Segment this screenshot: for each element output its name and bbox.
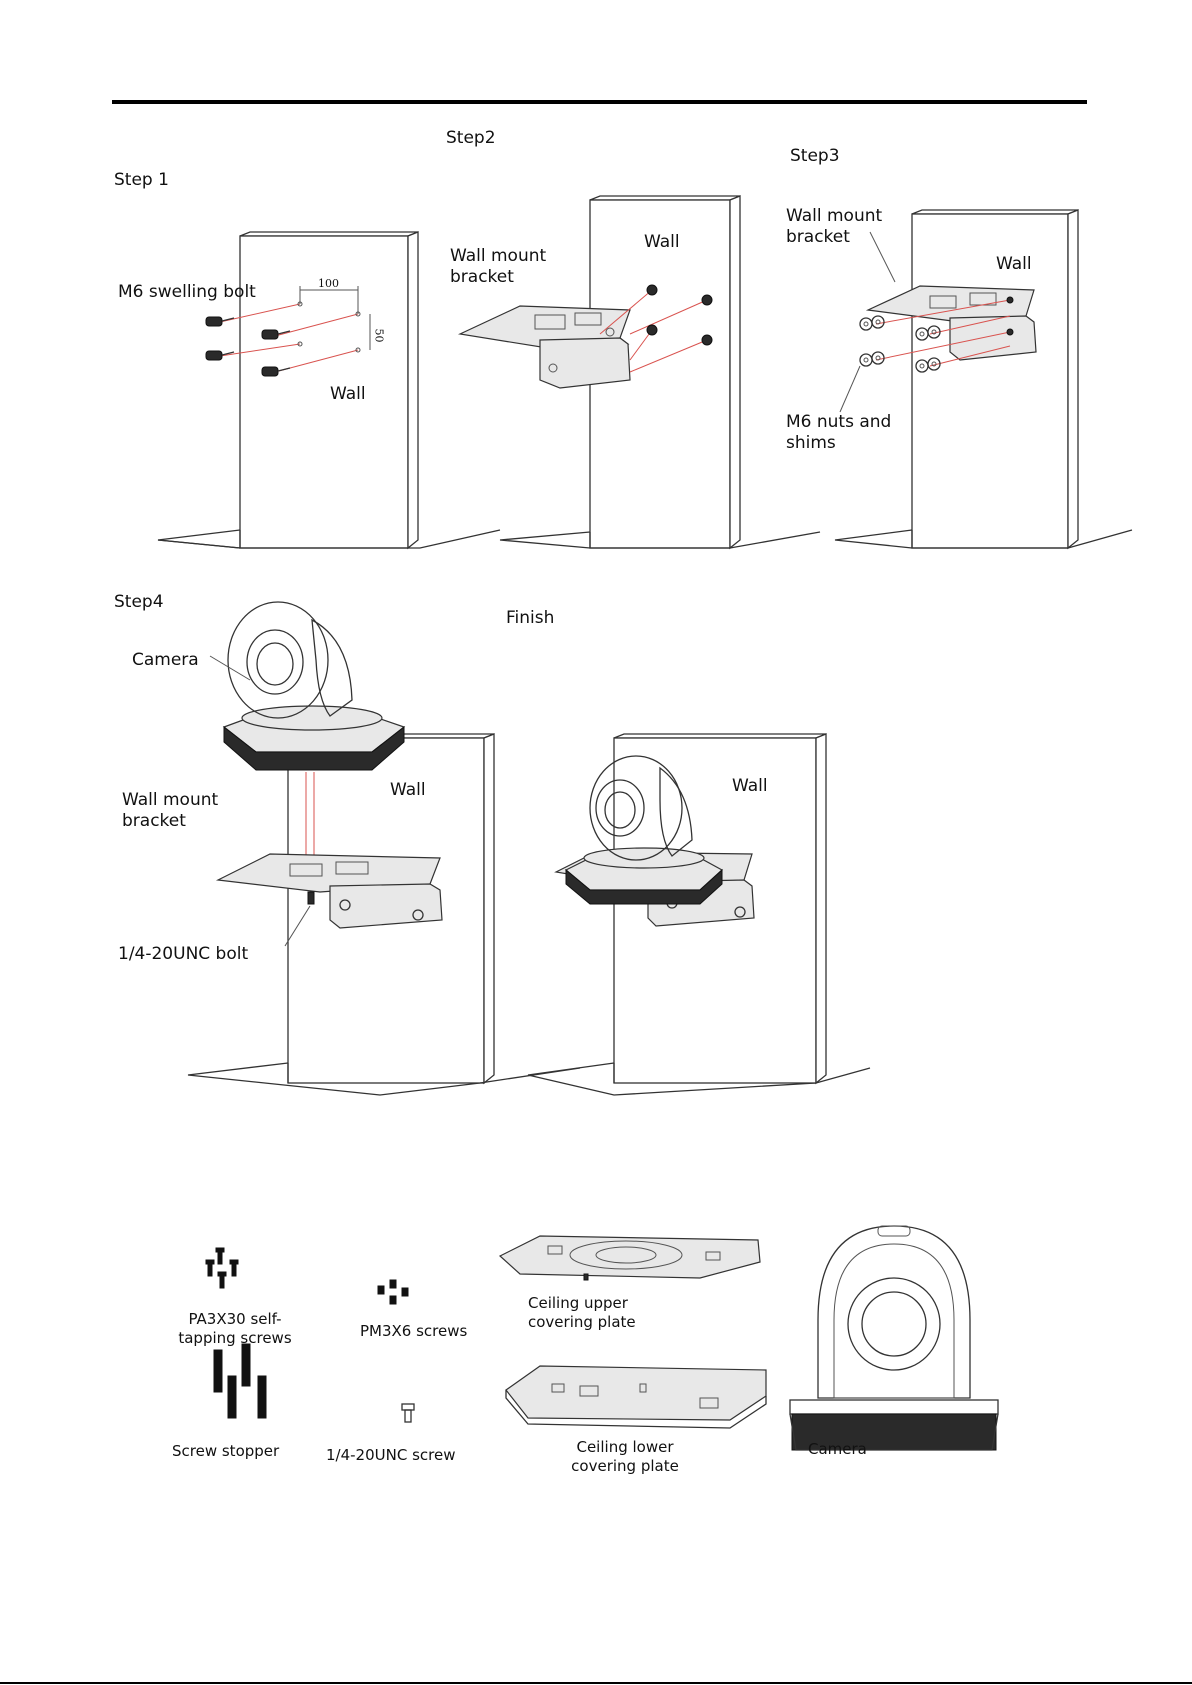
step2-label: Step2 — [446, 128, 496, 148]
camera-part-label: Camera — [808, 1440, 867, 1458]
step2-wall-label: Wall — [644, 232, 680, 252]
dim-100-label: 100 — [318, 277, 339, 290]
step1-wall-label: Wall — [330, 384, 366, 404]
step4-camera — [222, 601, 406, 771]
step1-label: Step 1 — [114, 170, 169, 190]
step3-bracket-label: Wall mount bracket — [786, 206, 883, 247]
step1-wall-face — [239, 235, 409, 549]
unc-screw-icon — [401, 1403, 415, 1423]
camera-front-icon — [789, 1225, 999, 1451]
step3-wall-label: Wall — [996, 254, 1032, 274]
step4-bracket-label: Wall mount bracket — [122, 790, 219, 831]
brand-logo: RGBlink — [870, 1402, 915, 1413]
pm3x6-screw-icon — [377, 1279, 409, 1305]
ceiling-lower-plate-icon — [505, 1365, 767, 1429]
step4-wall-label: Wall — [390, 780, 426, 800]
dim-50-label: 50 — [372, 328, 386, 343]
nut-icon — [859, 315, 941, 373]
step1-wall-side — [407, 231, 419, 550]
step2-bracket-label: Wall mount bracket — [450, 246, 547, 287]
step3-illustration — [834, 209, 1133, 550]
m6-bolt-icon — [205, 316, 291, 377]
header-rule — [112, 100, 1087, 104]
parts-illustrations — [205, 1225, 999, 1451]
m6-bolt-label: M6 swelling bolt — [118, 282, 256, 302]
step4-label: Step4 — [114, 592, 164, 612]
unc-bolt-label: 1/4-20UNC bolt — [118, 944, 249, 964]
ceiling-lower-label: Ceiling lower covering plate — [571, 1438, 679, 1475]
pm3x6-label: PM3X6 screws — [360, 1322, 468, 1340]
step4-camera-label: Camera — [132, 650, 199, 670]
step2-illustration — [457, 195, 821, 550]
finish-illustration — [527, 733, 871, 1096]
step2-bracket-vertical — [539, 337, 631, 389]
ceiling-upper-plate-icon — [498, 1235, 761, 1281]
pa3x30-label: PA3X30 self- tapping screws — [178, 1310, 292, 1347]
screw-stopper-label: Screw stopper — [172, 1442, 280, 1460]
pa3x30-screw-icon — [205, 1247, 239, 1289]
step3-label: Step3 — [790, 146, 840, 166]
m6-nuts-label: M6 nuts and shims — [786, 412, 892, 453]
finish-label: Finish — [506, 608, 555, 628]
finish-wall-label: Wall — [732, 776, 768, 796]
finish-camera — [564, 755, 724, 905]
unc-screw-label: 1/4-20UNC screw — [326, 1446, 456, 1464]
ceiling-upper-label: Ceiling upper covering plate — [528, 1294, 636, 1331]
footer-rule — [0, 1682, 1192, 1684]
screw-stopper-icon — [213, 1343, 267, 1419]
step4-illustration — [187, 601, 581, 1096]
step1-illustration — [157, 231, 501, 550]
unc-bolt-icon — [307, 891, 315, 905]
